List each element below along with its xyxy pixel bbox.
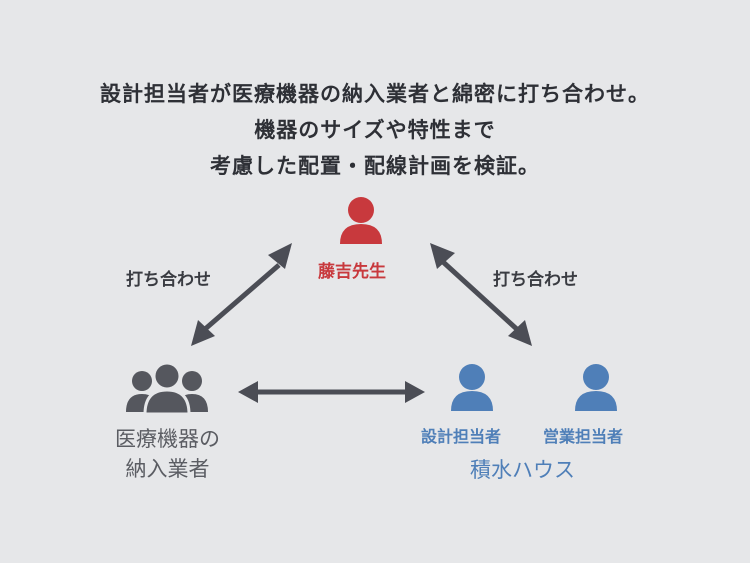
vendor-label: 医療機器の 納入業者 (95, 424, 240, 484)
vendor-group-icon (126, 361, 208, 416)
vendor-label-line-2: 納入業者 (125, 457, 210, 481)
teacher-label: 藤吉先生 (318, 262, 386, 282)
teacher-person-icon (340, 197, 382, 244)
designer-person-icon (451, 364, 493, 411)
sales-label: 営業担当者 (543, 427, 624, 446)
heading-line-2: 機器のサイズや特性まで (254, 118, 496, 142)
company-label: 積水ハウス (470, 458, 575, 482)
heading: 設計担当者が医療機器の納入業者と綿密に打ち合わせ。 機器のサイズや特性まで 考慮… (0, 76, 750, 184)
sales-person-icon (575, 364, 617, 411)
arrow-teacher-sekisui (430, 243, 532, 346)
heading-line-1: 設計担当者が医療機器の納入業者と綿密に打ち合わせ。 (100, 82, 650, 106)
heading-line-3: 考慮した配置・配線計画を検証。 (210, 154, 540, 178)
arrow-teacher-vendor (191, 243, 292, 346)
vendor-label-line-1: 医療機器の (115, 427, 220, 451)
designer-label: 設計担当者 (421, 427, 502, 446)
arrow-vendor-sekisui (238, 381, 425, 403)
edge-label-right: 打ち合わせ (493, 270, 578, 290)
edge-label-left: 打ち合わせ (126, 270, 211, 290)
